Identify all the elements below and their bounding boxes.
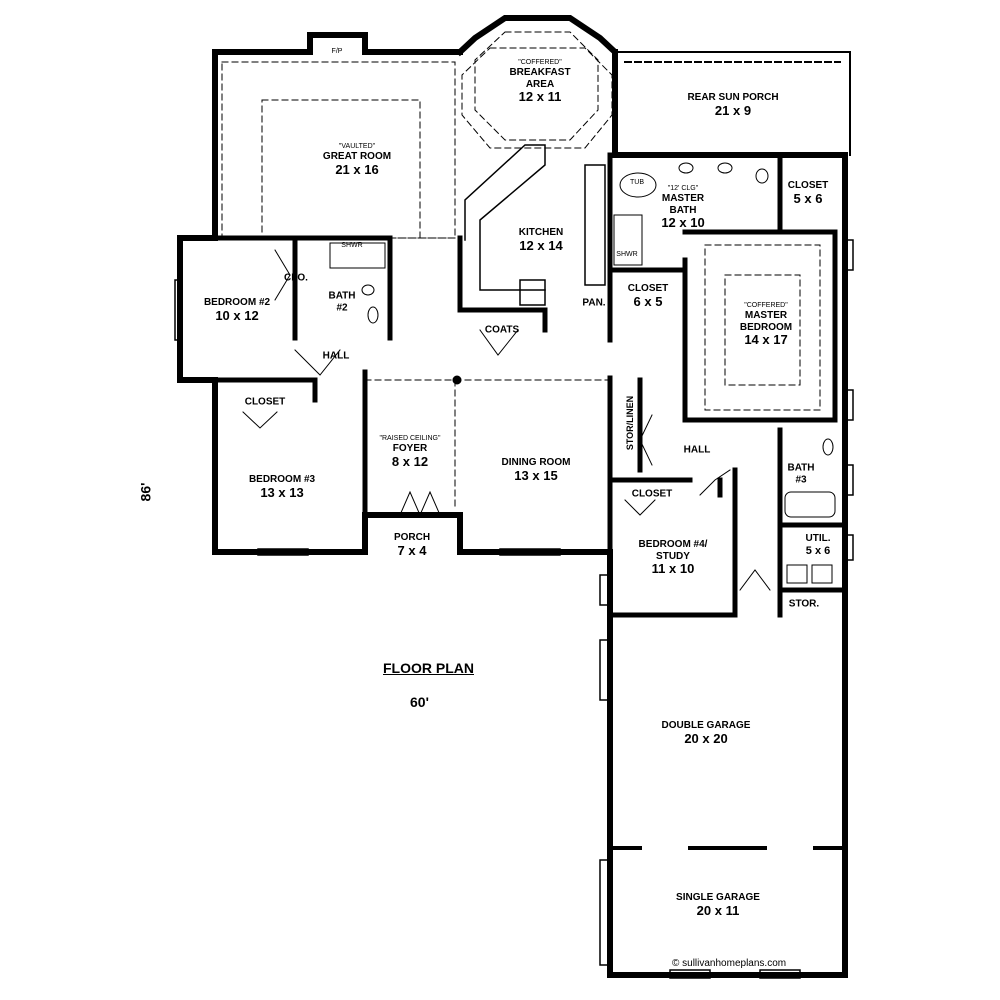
- room-porch: PORCH 7 x 4: [393, 531, 431, 558]
- windows: [174, 239, 854, 979]
- room-breakfast-area: "COFFERED" BREAKFAST AREA 12 x 11: [509, 59, 571, 105]
- room-great-room: "VAULTED" GREAT ROOM 21 x 16: [322, 142, 392, 177]
- room-clo: CLO.: [284, 272, 308, 284]
- room-bedroom-3: BEDROOM #3 13 x 13: [248, 473, 316, 500]
- bath2-shower-label: SHWR: [341, 241, 363, 249]
- room-util: UTIL. 5 x 6: [805, 532, 831, 557]
- room-bedroom-4-study: BEDROOM #4/ STUDY 11 x 10: [638, 539, 708, 577]
- room-master-bedroom: "COFFERED" MASTER BEDROOM 14 x 17: [739, 302, 793, 348]
- fixtures: [329, 162, 836, 584]
- column: [452, 375, 462, 385]
- plan-title: FLOOR PLAN: [383, 660, 474, 676]
- width-dimension: 60': [410, 694, 429, 710]
- room-hall-left: HALL: [322, 350, 350, 362]
- room-single-garage: SINGLE GARAGE 20 x 11: [676, 891, 760, 918]
- room-closet-bedroom-4: CLOSET: [631, 488, 673, 500]
- room-double-garage: DOUBLE GARAGE 20 x 20: [661, 719, 751, 746]
- room-stor-linen: STOR/LINEN: [625, 395, 636, 451]
- doors: [242, 249, 771, 591]
- room-foyer: "RAISED CEILING" FOYER 8 x 12: [379, 434, 441, 469]
- room-pantry: PAN.: [582, 297, 606, 309]
- kitchen-counters: [464, 144, 606, 306]
- room-closet-6x5: CLOSET 6 x 5: [627, 282, 669, 309]
- room-dining-room: DINING ROOM 13 x 15: [501, 456, 571, 483]
- ceiling-lines: [221, 31, 821, 511]
- room-closet-bedroom-3: CLOSET: [244, 396, 286, 408]
- room-bath-3: BATH #3: [787, 462, 815, 486]
- room-rear-sun-porch: REAR SUN PORCH 21 x 9: [687, 91, 779, 118]
- room-bath-2: BATH #2: [328, 290, 356, 314]
- room-bedroom-2: BEDROOM #2 10 x 12: [203, 296, 271, 323]
- room-stor: STOR.: [788, 598, 820, 610]
- room-master-bath: "12' CLG" MASTER BATH 12 x 10: [661, 185, 705, 231]
- room-hall-right: HALL: [683, 444, 711, 456]
- room-closet-5x6: CLOSET 5 x 6: [787, 179, 829, 206]
- room-kitchen: KITCHEN 12 x 14: [518, 226, 564, 253]
- room-coats: COATS: [484, 324, 520, 336]
- copyright-notice: © sullivanhomeplans.com: [672, 958, 787, 969]
- fireplace-label: F/P: [331, 47, 343, 55]
- depth-dimension: 86': [137, 482, 154, 502]
- master-shower-label: SHWR: [616, 250, 638, 258]
- sun-porch-outline: [614, 51, 851, 156]
- tub-label: TUB: [630, 178, 644, 186]
